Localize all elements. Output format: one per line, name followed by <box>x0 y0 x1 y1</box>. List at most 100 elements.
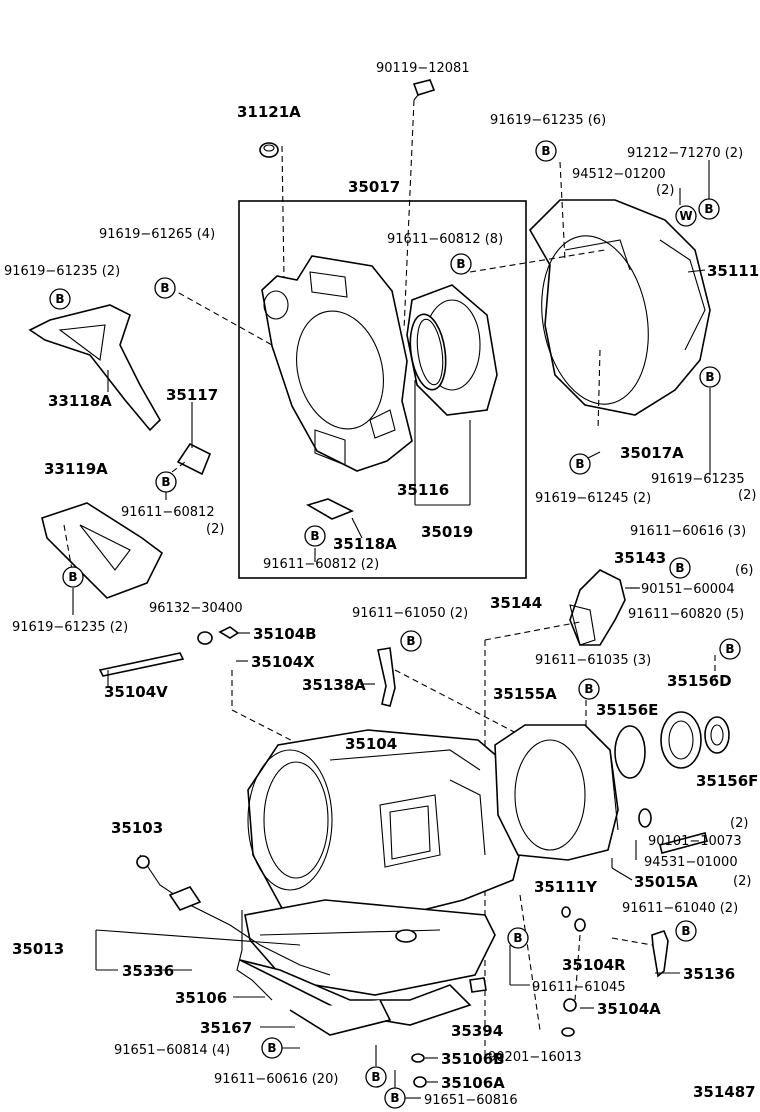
label-91611-61050-2: 91611−61050 (2) <box>352 606 468 621</box>
label-90201-16013: 90201−16013 <box>488 1050 582 1065</box>
label-91611-60812-2: 91611−60812 (2) <box>263 557 379 572</box>
label-35104a: 35104A <box>597 1000 661 1018</box>
svg-text:B: B <box>160 281 169 295</box>
gasket-90201-16013 <box>561 1027 575 1037</box>
gasket-35106b <box>411 1053 425 1063</box>
label-35103: 35103 <box>111 819 163 837</box>
label-91619-61235-r-qty: (2) <box>738 488 756 503</box>
label-91611-60812-8: 91611−60812 (8) <box>387 232 503 247</box>
bolt-90119-12081 <box>412 79 436 101</box>
svg-text:B: B <box>725 642 734 656</box>
marker-b-12: B <box>400 630 422 652</box>
part-35394 <box>469 977 487 993</box>
label-33119a: 33119A <box>44 460 108 478</box>
label-33118a: 33118A <box>48 392 112 410</box>
cover-35117 <box>176 442 212 476</box>
oil-filler-tube-35013 <box>136 854 331 1001</box>
bracket-33118a <box>28 304 161 432</box>
label-35155a: 35155A <box>493 685 557 703</box>
svg-text:B: B <box>681 924 690 938</box>
label-91611-60616-3: 91611−60616 (3) <box>630 524 746 539</box>
lever-35138a <box>377 647 396 707</box>
bolt-35104r <box>574 918 586 932</box>
label-35167: 35167 <box>200 1019 252 1037</box>
svg-text:B: B <box>310 529 319 543</box>
label-35013: 35013 <box>12 940 64 958</box>
label-35118a: 35118A <box>333 535 397 553</box>
label-91619-61235-r: 91619−61235 <box>651 472 745 487</box>
label-35156f: 35156F <box>696 772 758 790</box>
plug-35104a <box>563 998 577 1012</box>
marker-b-11: B <box>669 557 691 579</box>
label-90151-60004: 90151−60004 <box>641 582 735 597</box>
label-91611-61035-3: 91611−61035 (3) <box>535 653 651 668</box>
label-91651-60816: 91651−60816 <box>424 1093 518 1108</box>
label-31121a: 31121A <box>237 103 301 121</box>
marker-b-8: B <box>155 471 177 493</box>
label-91611-61045: 91611−61045 <box>532 980 626 995</box>
svg-text:B: B <box>55 292 64 306</box>
extension-housing-35155a <box>494 724 619 861</box>
svg-text:B: B <box>705 370 714 384</box>
svg-text:B: B <box>675 561 684 575</box>
bearing-35156f <box>704 716 730 754</box>
plug-31121a <box>259 142 279 158</box>
label-91212-71270-2: 91212−71270 (2) <box>627 146 743 161</box>
svg-text:B: B <box>371 1070 380 1084</box>
label-35116: 35116 <box>397 481 449 499</box>
marker-b-1: B <box>535 140 557 162</box>
marker-b-9: B <box>304 525 326 547</box>
label-91619-61235-2b: 91619−61235 (2) <box>12 620 128 635</box>
lever-35136 <box>651 930 669 978</box>
label-35106a: 35106A <box>441 1074 505 1092</box>
label-94512-01200: 94512−01200 <box>572 167 666 182</box>
label-35106b: 35106B <box>441 1050 505 1068</box>
marker-b-16: B <box>507 927 529 949</box>
label-96132-30400: 96132−30400 <box>149 601 243 616</box>
label-35015a: 35015A <box>634 873 698 891</box>
label-35111: 35111 <box>707 262 759 280</box>
marker-b-3: B <box>450 253 472 275</box>
label-91619-61235-2a: 91619−61235 (2) <box>4 264 120 279</box>
marker-b-17: B <box>261 1037 283 1059</box>
bracket-33119a <box>41 502 164 599</box>
plug-35111y <box>561 906 571 918</box>
gasket-35156e <box>614 725 646 779</box>
label-35104: 35104 <box>345 735 397 753</box>
converter-housing-35111 <box>529 199 711 416</box>
marker-b-10: B <box>62 566 84 588</box>
label-35111y: 35111Y <box>534 878 598 896</box>
label-35104v: 35104V <box>104 683 168 701</box>
label-351487: 351487 <box>693 1083 756 1101</box>
svg-text:B: B <box>584 682 593 696</box>
oil-pan-35167 <box>239 959 472 1036</box>
label-35106: 35106 <box>175 989 227 1007</box>
label-35156e: 35156E <box>596 701 658 719</box>
marker-b-7: B <box>569 453 591 475</box>
svg-text:B: B <box>406 634 415 648</box>
label-94531-01000: 94531−01000 <box>644 855 738 870</box>
oil-pan-35106 <box>244 899 496 996</box>
label-35017a: 35017A <box>620 444 684 462</box>
label-91611-60820-5: 91611−60820 (5) <box>628 607 744 622</box>
label-35156d: 35156D <box>667 672 732 690</box>
label-35104b: 35104B <box>253 625 317 643</box>
marker-b-13: B <box>719 638 741 660</box>
dash-90119 <box>403 99 415 331</box>
label-91651-60814-4: 91651−60814 (4) <box>114 1043 230 1058</box>
label-35144: 35144 <box>490 594 542 612</box>
marker-b-19: B <box>384 1087 406 1109</box>
label-94512-qty: (2) <box>656 183 674 198</box>
label-91611-61040-2: 91611−61040 (2) <box>622 901 738 916</box>
marker-b-14: B <box>578 678 600 700</box>
label-91619-61235-6: 91619−61235 (6) <box>490 113 606 128</box>
marker-b-18: B <box>365 1066 387 1088</box>
svg-text:B: B <box>704 202 713 216</box>
marker-b-4: B <box>154 277 176 299</box>
svg-text:B: B <box>390 1091 399 1105</box>
label-91611-60616-20: 91611−60616 (20) <box>214 1072 338 1087</box>
svg-text:B: B <box>456 257 465 271</box>
label-35017: 35017 <box>348 178 400 196</box>
marker-w: W <box>675 205 697 227</box>
svg-text:B: B <box>267 1041 276 1055</box>
